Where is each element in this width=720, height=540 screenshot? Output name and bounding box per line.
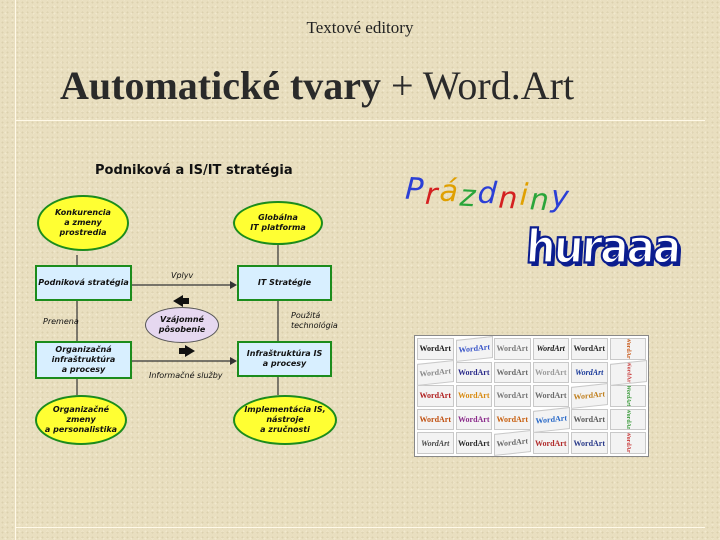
- wordart-gallery-item: WordArt: [609, 359, 646, 386]
- node-vzajomne-posobenie: Vzájomné pôsobenie: [145, 307, 219, 343]
- wordart-gallery-item: WordArt: [571, 408, 608, 431]
- slide-header: Textové editory: [306, 18, 414, 37]
- wordart-gallery-item: WordArt: [455, 408, 492, 431]
- footer-divider: [15, 527, 705, 528]
- wordart-gallery-item: WordArt: [609, 385, 646, 407]
- wordart-gallery-item: WordArt: [417, 385, 454, 407]
- arrow-head: [230, 357, 237, 365]
- node-organizacne-zmeny: Organizačné zmeny a personalistika: [35, 395, 127, 445]
- slide-title-rest: + Word.Art: [381, 63, 575, 108]
- strategy-diagram: Podniková a IS/IT stratégia Konkurencia …: [25, 155, 375, 445]
- node-globalna-platforma: Globálna IT platforma: [233, 201, 323, 245]
- wordart-gallery-item: WordArt: [609, 338, 646, 360]
- wordart-gallery-item: WordArt: [455, 336, 492, 362]
- wordart-gallery-item: WordArt: [455, 385, 492, 407]
- bold-arrow-right: [179, 345, 195, 357]
- arrow-head: [230, 281, 237, 289]
- wordart-gallery-item: WordArt: [455, 361, 492, 384]
- wordart-gallery-item: WordArt: [417, 359, 454, 386]
- wordart-gallery-item: WordArt: [532, 406, 569, 433]
- wordart-gallery-item: WordArt: [571, 432, 608, 454]
- wordart-letter: y: [550, 179, 572, 216]
- label-premena: Premena: [43, 317, 79, 326]
- slide-title-bold: Automatické tvary: [60, 63, 382, 108]
- diagram-title: Podniková a IS/IT stratégia: [95, 163, 293, 178]
- bold-arrow-left: [173, 295, 189, 307]
- wordart-gallery-item: WordArt: [532, 338, 569, 360]
- wordart-gallery-item: WordArt: [417, 432, 454, 454]
- wordart-letter: d: [476, 175, 500, 212]
- wordart-gallery-item: WordArt: [609, 432, 646, 454]
- node-podnikova-strategia: Podniková stratégia: [35, 265, 132, 301]
- wordart-gallery-item: WordArt: [532, 432, 569, 454]
- wordart-gallery-item: WordArt: [532, 361, 569, 384]
- left-guide-line: [15, 0, 16, 540]
- node-it-strategie: IT Stratégie: [237, 265, 332, 301]
- label-informacne-sluzby: Informačné služby: [149, 371, 223, 380]
- slide-title: Automatické tvary + Word.Art: [60, 62, 574, 109]
- wordart-letter: n: [497, 180, 521, 217]
- wordart-gallery-item: WordArt: [455, 432, 492, 454]
- node-infrastruktura-is: Infraštruktúra IS a procesy: [237, 341, 332, 377]
- wordart-gallery-item: WordArt: [417, 338, 454, 360]
- node-implementacia-is: Implementácia IS, nástroje a zručnosti: [233, 395, 337, 445]
- wordart-huraaa: huraaa: [523, 219, 682, 275]
- wordart-gallery-item: WordArt: [494, 385, 531, 407]
- wordart-gallery-item: WordArt: [609, 408, 646, 431]
- label-vplyv: Vplyv: [171, 271, 194, 280]
- wordart-gallery-item: WordArt: [571, 361, 608, 384]
- wordart-gallery-item: WordArt: [571, 338, 608, 360]
- title-divider: [15, 120, 705, 121]
- wordart-prazdniny: Prázdniny: [404, 171, 572, 219]
- wordart-letter: P: [404, 171, 427, 208]
- wordart-gallery-item: WordArt: [494, 430, 531, 456]
- wordart-gallery-item: WordArt: [417, 408, 454, 431]
- wordart-gallery-item: WordArt: [494, 338, 531, 360]
- wordart-letter: z: [458, 178, 479, 215]
- node-organizacna-infrastruktura: Organizačná infraštruktúra a procesy: [35, 341, 132, 379]
- node-konkurencia: Konkurencia a zmeny prostredia: [37, 195, 129, 251]
- wordart-letter: á: [438, 173, 461, 210]
- wordart-gallery-item: WordArt: [494, 408, 531, 431]
- wordart-gallery-item: WordArt: [494, 361, 531, 384]
- wordart-letter: n: [528, 182, 552, 219]
- wordart-gallery-item: WordArt: [532, 385, 569, 407]
- label-pouzita-technologia: Použitá technológia: [291, 311, 338, 330]
- wordart-gallery-item: WordArt: [571, 383, 608, 409]
